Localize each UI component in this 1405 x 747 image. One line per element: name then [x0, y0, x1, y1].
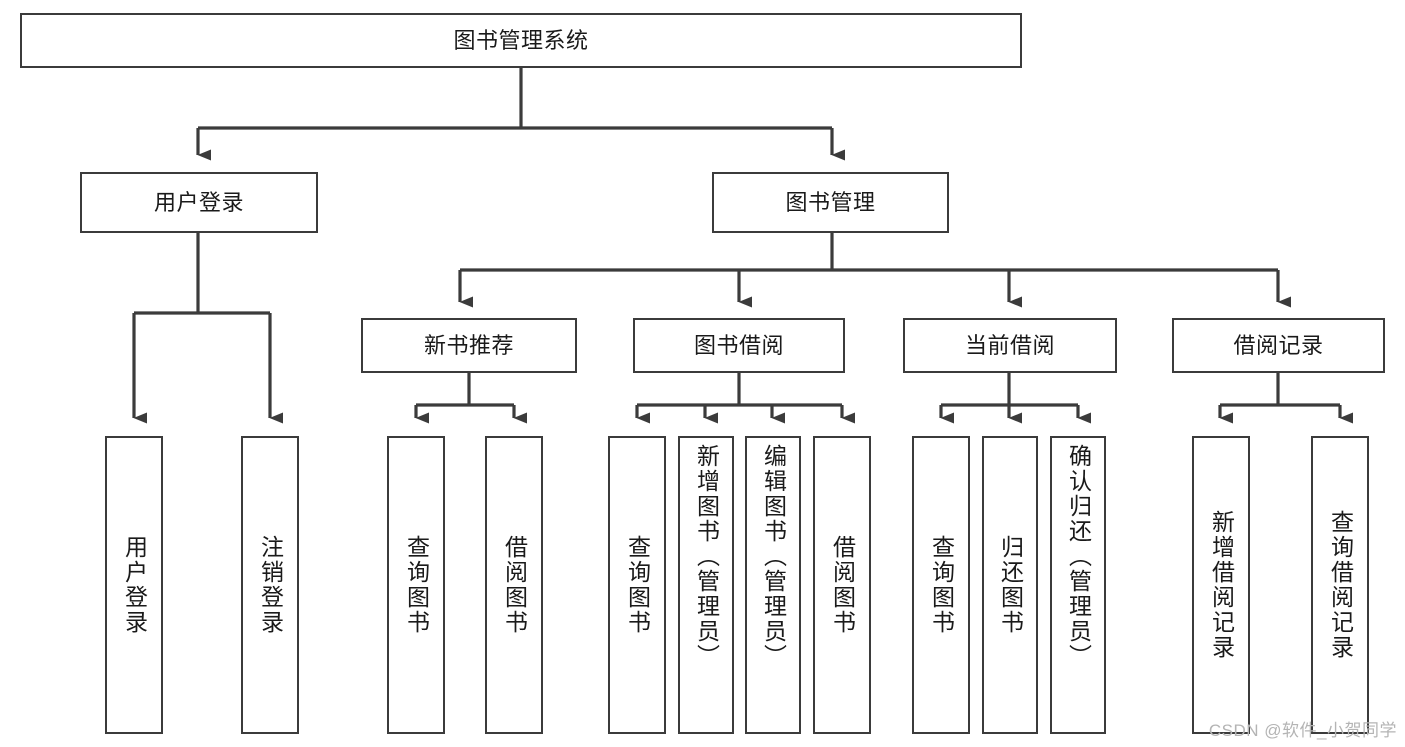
node-new-book-recommend[interactable]: 新书推荐 [361, 318, 577, 373]
node-label: 确认归还（管理员） [1065, 444, 1092, 669]
leaf-query-book-borrow[interactable]: 查询图书 [608, 436, 666, 734]
node-user-login[interactable]: 用户登录 [80, 172, 318, 233]
node-label: 用户登录 [121, 535, 148, 635]
node-label: 查询图书 [624, 535, 651, 635]
node-label: 归还图书 [997, 535, 1024, 635]
node-book-borrow[interactable]: 图书借阅 [633, 318, 845, 373]
leaf-borrow-book-recommend[interactable]: 借阅图书 [485, 436, 543, 734]
node-label: 查询图书 [928, 535, 955, 635]
leaf-user-login[interactable]: 用户登录 [105, 436, 163, 734]
node-label: 编辑图书（管理员） [760, 444, 787, 669]
csdn-watermark: CSDN @软件_小贺同学 [1208, 721, 1397, 740]
leaf-confirm-return-admin[interactable]: 确认归还（管理员） [1050, 436, 1106, 734]
node-book-management[interactable]: 图书管理 [712, 172, 949, 233]
node-label: 借阅记录 [1233, 332, 1324, 358]
node-label: 借阅图书 [829, 535, 856, 635]
node-label: 查询图书 [403, 535, 430, 635]
node-label: 图书管理系统 [453, 27, 589, 53]
node-label: 查询借阅记录 [1327, 510, 1354, 660]
node-label: 新书推荐 [423, 332, 514, 358]
leaf-borrow-book[interactable]: 借阅图书 [813, 436, 871, 734]
leaf-return-book[interactable]: 归还图书 [982, 436, 1038, 734]
leaf-edit-book-admin[interactable]: 编辑图书（管理员） [745, 436, 801, 734]
node-label: 新增借阅记录 [1208, 510, 1235, 660]
node-label: 图书借阅 [693, 332, 784, 358]
node-current-borrow[interactable]: 当前借阅 [903, 318, 1117, 373]
node-label: 注销登录 [257, 535, 284, 635]
node-root-book-management-system[interactable]: 图书管理系统 [20, 13, 1022, 68]
leaf-query-borrow-record[interactable]: 查询借阅记录 [1311, 436, 1369, 734]
leaf-query-book-recommend[interactable]: 查询图书 [387, 436, 445, 734]
node-label: 用户登录 [153, 189, 244, 215]
node-label: 图书管理 [785, 189, 876, 215]
node-label: 当前借阅 [964, 332, 1055, 358]
node-borrow-record[interactable]: 借阅记录 [1172, 318, 1385, 373]
leaf-query-book-current[interactable]: 查询图书 [912, 436, 970, 734]
leaf-add-book-admin[interactable]: 新增图书（管理员） [678, 436, 734, 734]
leaf-add-borrow-record[interactable]: 新增借阅记录 [1192, 436, 1250, 734]
node-label: 新增图书（管理员） [693, 444, 720, 669]
leaf-logout[interactable]: 注销登录 [241, 436, 299, 734]
node-label: 借阅图书 [501, 535, 528, 635]
